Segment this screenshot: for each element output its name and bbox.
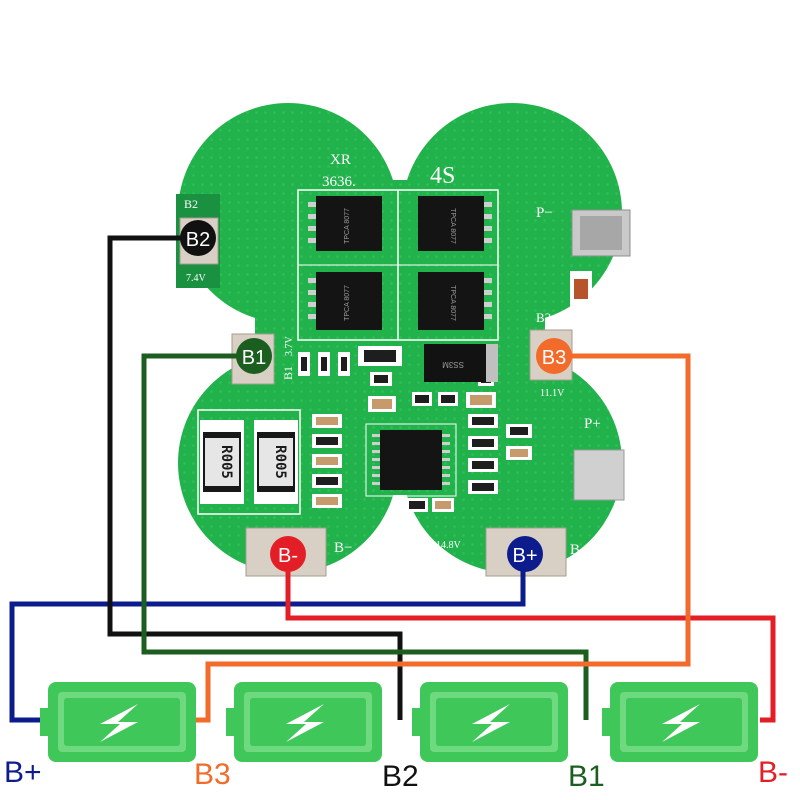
mosfet: TPCA 8077 (308, 272, 382, 330)
p-plus-pad (573, 449, 625, 501)
diode-mark: SS3M (442, 360, 464, 369)
b3-voltage-label: 11.1V (540, 388, 565, 399)
total-voltage-label: 14.8V (436, 540, 462, 551)
battery-cell (602, 682, 758, 762)
b-plus-label: B+ (570, 542, 588, 558)
label-b3: B3 (194, 758, 231, 791)
p-minus-pad (571, 209, 631, 257)
svg-text:B2: B2 (186, 229, 210, 251)
svg-text:TPCA 8077: TPCA 8077 (344, 208, 351, 244)
badge-b-minus: B- (270, 536, 306, 572)
protection-ic (365, 423, 457, 497)
wires (9, 235, 776, 723)
resistor-label: R005 (218, 445, 234, 479)
smd-components (312, 414, 532, 512)
svg-text:B1: B1 (242, 347, 266, 369)
badge-b2: B2 (180, 220, 216, 256)
b3-pad-label: B3 (536, 310, 551, 325)
wire-b-plus (9, 556, 526, 723)
battery-cell (412, 682, 568, 762)
badge-b3: B3 (536, 338, 572, 374)
board-part-number: 3636. (322, 174, 356, 190)
svg-text:B+: B+ (512, 545, 537, 567)
p-plus-label: P+ (584, 416, 601, 432)
svg-text:TPCA 8077: TPCA 8077 (344, 285, 351, 321)
svg-text:B-: B- (278, 545, 298, 567)
battery-cell (226, 682, 382, 762)
svg-text:TPCA 8077: TPCA 8077 (449, 208, 456, 244)
badge-b-plus: B+ (507, 536, 543, 572)
resistor-label: R005 (272, 445, 288, 479)
lightning-bolt-icon (472, 704, 510, 742)
wire-b-minus (285, 556, 776, 723)
label-b1: B1 (568, 760, 605, 793)
mosfet: TPCA 8077 (308, 196, 382, 251)
mosfet: TPCA 8077 (418, 196, 492, 251)
diode (424, 344, 498, 382)
board-cell-count: 4S (430, 163, 455, 189)
b2-pad-label: B2 (184, 197, 198, 211)
svg-text:TPCA 8077: TPCA 8077 (449, 285, 456, 321)
shunt-resistors: R005 R005 (197, 409, 301, 515)
b1-pad-label: B1 (281, 366, 295, 380)
lightning-bolt-icon (100, 704, 138, 742)
b2-voltage-label: 7.4V (186, 273, 207, 284)
board-brand: XR (330, 152, 351, 168)
wire-b3 (196, 353, 691, 723)
badge-b1: B1 (236, 338, 272, 374)
b-minus-label: B− (334, 540, 352, 556)
label-b2: B2 (382, 760, 419, 793)
label-b-minus: B- (758, 756, 788, 789)
svg-text:B3: B3 (542, 347, 566, 369)
battery-cell (40, 682, 196, 762)
mosfet: TPCA 8077 (418, 272, 492, 330)
label-b-plus: B+ (4, 756, 42, 789)
lightning-bolt-icon (662, 704, 700, 742)
b1-voltage-label: 3.7V (284, 336, 295, 357)
wire-b1 (141, 353, 589, 720)
p-minus-label: P− (536, 205, 553, 221)
lightning-bolt-icon (286, 704, 324, 742)
